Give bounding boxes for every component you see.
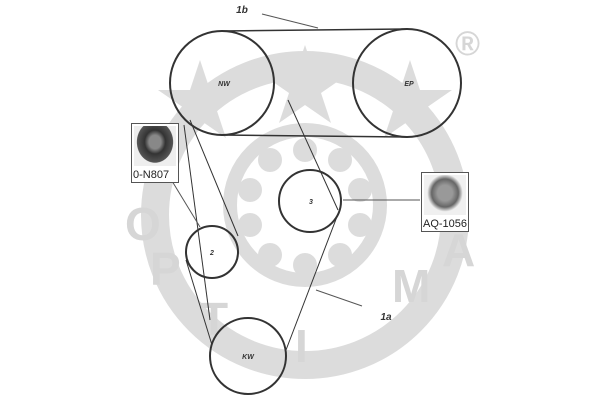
belt-top-span [221,28,408,32]
belt [183,28,408,351]
pulley-3 [278,169,342,233]
registered-mark: ® [455,25,480,63]
water-pump-image [424,175,466,215]
part-water-pump-aq-1056[interactable]: AQ-1056 [421,172,469,232]
part-tensioner-0-n807[interactable]: 0-N807 [131,123,179,183]
pulley-label-ep: EP [404,81,414,88]
pulley-ep [352,28,462,138]
watermark-letter: T [200,293,228,345]
watermark-letter: I [295,320,308,372]
part-code: AQ-1056 [423,218,468,230]
belt-label-1b: 1b [236,5,248,16]
belt-right-lower-span [285,213,339,351]
pulley-2 [185,225,239,279]
belt-bottom-span [221,134,408,138]
belt-left-lower-span [185,259,213,346]
watermark-letter: M [392,260,430,312]
watermark-letter: P [150,243,181,295]
pulley-label-3: 3 [309,199,313,206]
leader-0-n807 [171,180,201,228]
belt-right-span [287,99,339,211]
pulley-label-2: 2 [209,250,214,257]
pulley-label-nw: NW [218,81,231,88]
pulley-label-kw: KW [242,354,255,361]
pulley-kw [209,317,287,395]
watermark-letter: O [125,198,161,250]
watermark-letter: A [442,224,475,276]
optima-watermark: O P T I M A ® [125,25,480,379]
part-code: 0-N807 [133,169,170,181]
leader-1a [315,289,363,307]
pulley-nw [169,30,275,136]
tensioner-pulley-image [134,126,176,166]
belt-label-1a: 1a [380,312,392,323]
belt-left-span-inner [189,119,239,237]
leader-1b [261,13,319,29]
